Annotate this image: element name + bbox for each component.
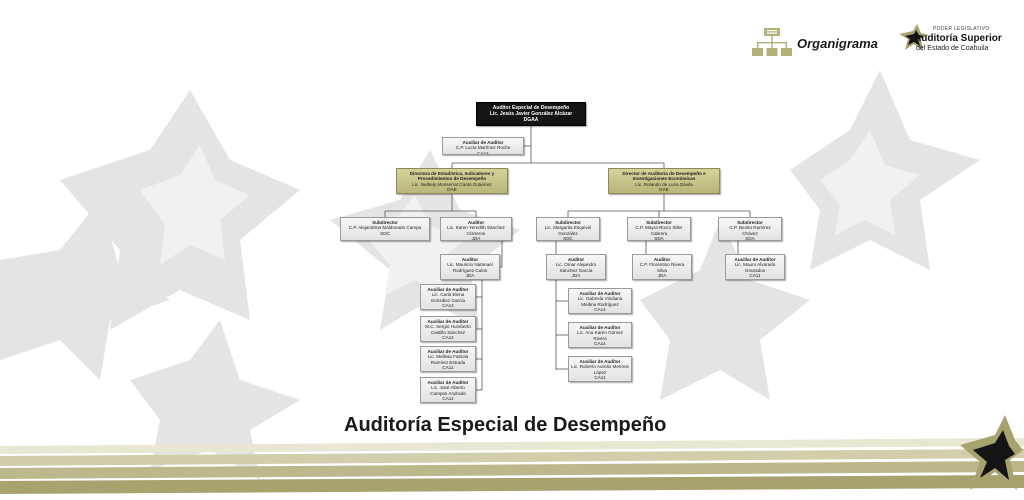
org-node-code: JDA bbox=[465, 273, 475, 279]
org-node-title: Auxiliar de Auditor bbox=[579, 325, 621, 330]
org-node-name: Lic. Mauro Alvarado Granados bbox=[734, 262, 776, 273]
org-node-name: Lic. Ana Karen Gómez Rivera bbox=[577, 330, 623, 341]
org-node-code: CA14 bbox=[442, 335, 454, 341]
org-node-name: Lic. Karen Yeredith Sánchez Cisneros bbox=[447, 225, 505, 236]
org-node-code: SDC bbox=[563, 236, 573, 241]
org-node-dirA: Directora de Estadística, Indicadores y … bbox=[396, 168, 508, 194]
org-node-title: Auxiliar de Auditor bbox=[579, 359, 621, 364]
org-node-name: Lic. Margarita Esquivel González bbox=[544, 225, 592, 236]
org-node-title: Subdirector bbox=[646, 220, 672, 225]
org-node-code: JDA bbox=[571, 273, 581, 279]
section-label: Organigrama bbox=[797, 36, 878, 51]
org-node-name: Lic. Melissa Fabiola Ramírez Estrada bbox=[427, 354, 469, 365]
org-node-code: CA11 bbox=[442, 396, 454, 402]
org-node-code: SDA bbox=[654, 236, 664, 241]
org-node-code: DAE bbox=[659, 187, 669, 193]
org-node-code: DAE bbox=[447, 187, 457, 193]
org-node-name: C.P. Lucía Martínez Roche bbox=[455, 145, 511, 151]
org-node-title: Subdirector bbox=[555, 220, 581, 225]
org-node-name: Lic. Jesús Javier González Alcázar bbox=[489, 111, 573, 117]
org-chart-icon bbox=[752, 28, 792, 56]
corner-logo-icon bbox=[960, 415, 1023, 490]
logo-line3: del Estado de Coahuila bbox=[916, 45, 989, 52]
org-node-code: SDA bbox=[745, 236, 755, 241]
org-node-code: CA11 bbox=[594, 375, 606, 381]
org-node-code: CA14 bbox=[442, 303, 454, 309]
org-node-name: Lic. Carla Elena González García bbox=[430, 292, 466, 303]
org-node-name: Lic. Roberto Aurelio Merinos López bbox=[571, 364, 629, 375]
logo-line2: Auditoría Superior bbox=[914, 33, 1002, 44]
org-node-title: Auxiliar de Auditor bbox=[427, 319, 469, 324]
org-node-title: Auxiliar de Auditor bbox=[427, 349, 469, 354]
org-node-code: JDA bbox=[471, 236, 481, 241]
org-node-title: Auditor bbox=[567, 257, 585, 262]
org-node-title: Auxiliar de Auditor bbox=[734, 257, 776, 262]
org-node-code: CA14 bbox=[594, 341, 606, 347]
org-node-title: Subdirector bbox=[372, 220, 398, 225]
org-node-code: JDA bbox=[657, 273, 667, 279]
org-node-name: Lic. Gabriela Viridiana Medina Rodríguez bbox=[577, 296, 623, 307]
org-node-name: M.C. Sergio Humberto Castillo Sánchez bbox=[425, 324, 471, 335]
logo-line1: PODER LEGISLATIVO bbox=[933, 26, 990, 32]
org-node-code: CA11 bbox=[442, 365, 454, 371]
org-node-name: Lic. José Alberto Campos Andrade bbox=[430, 385, 466, 396]
org-node-code: CA11 bbox=[749, 273, 761, 279]
org-node-code: CA14 bbox=[594, 307, 606, 313]
page-title: Auditoría Especial de Desempeño bbox=[344, 414, 667, 436]
org-node-title: Subdirector bbox=[737, 220, 763, 225]
org-node-name: C.P. Benito Ramírez Chávez bbox=[729, 225, 771, 236]
org-node-dirB: Director de Auditoría de Desempeño e Inv… bbox=[608, 168, 720, 194]
org-node-title: Auditor bbox=[467, 220, 485, 225]
org-node-title: Director de Auditoría de Desempeño e Inv… bbox=[622, 171, 706, 182]
org-node-title: Directora de Estadística, Indicadores y … bbox=[409, 171, 495, 182]
org-node-title: Auxiliar de Auditor bbox=[462, 140, 504, 145]
org-node-name: Lic. Mauricio Natanael Rodríguez Culos bbox=[447, 262, 493, 273]
org-node-code: CA14 bbox=[477, 150, 489, 155]
auditoria-logo-icon bbox=[899, 24, 929, 51]
org-node-title: Auxiliar de Auditor bbox=[427, 380, 469, 385]
org-node-title: Auxiliar de Auditor bbox=[427, 287, 469, 292]
org-node-code: DGAA bbox=[523, 117, 539, 123]
org-node-name: C.P. Mayra Rocío Siller Cabrera bbox=[635, 225, 683, 236]
org-node-name: Lic. Rolando de Luna Dávila bbox=[635, 181, 693, 187]
org-node-title: Auditor bbox=[653, 257, 671, 262]
org-node-name: C.P. Alejandrina Maldonado Campa bbox=[348, 225, 422, 231]
org-node-title: Auditor bbox=[461, 257, 479, 262]
org-node-name: Lic. Nelbely Monserrat Cantú Gutiérrez bbox=[412, 181, 492, 187]
org-node-name: C.P. Florentino Rivera Silva bbox=[639, 262, 685, 273]
org-node-code: SDC bbox=[380, 230, 390, 236]
org-node-title: Auditor Especial de Desempeño bbox=[492, 105, 570, 111]
org-node-title: Auxiliar de Auditor bbox=[579, 291, 621, 296]
org-node-name: Lic. Omar Alejandro Sánchez García bbox=[555, 262, 597, 273]
